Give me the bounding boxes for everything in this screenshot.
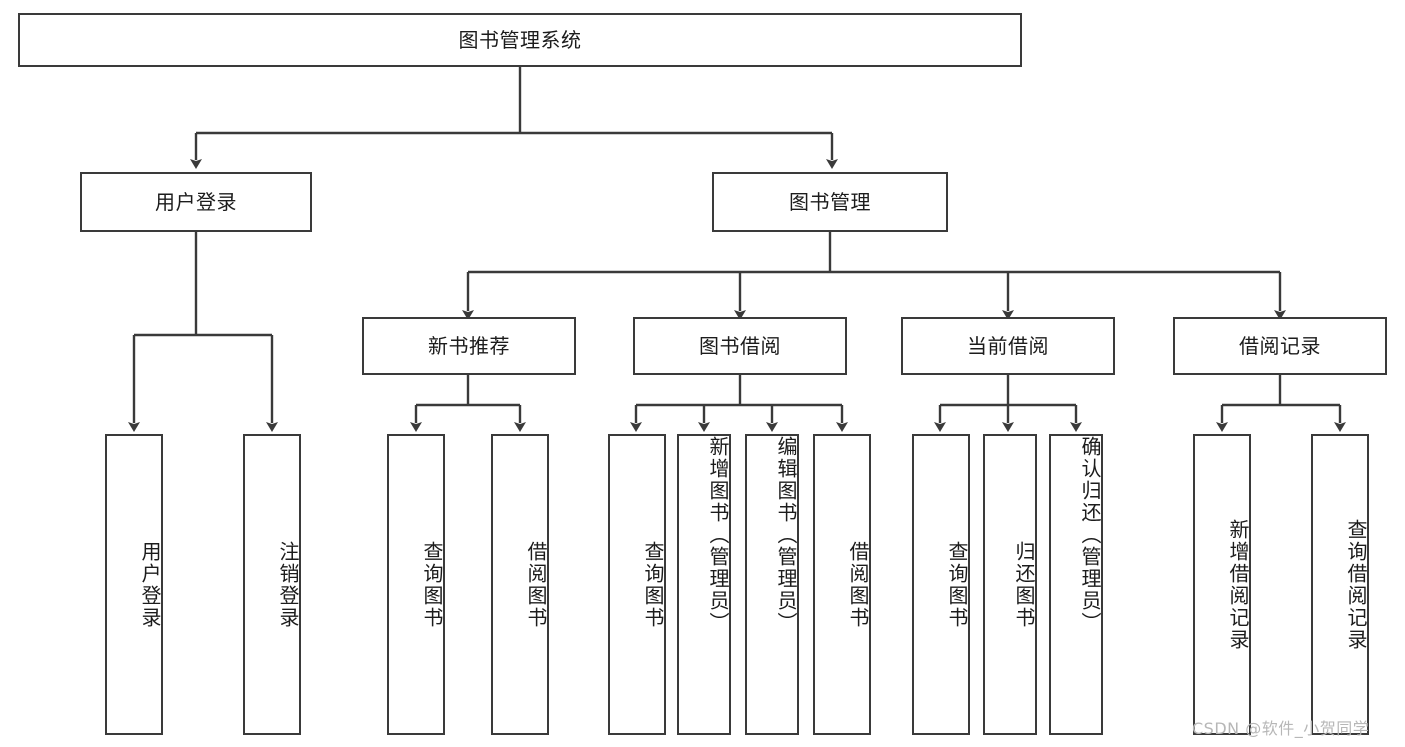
leaf-borrow-borrow-book[interactable]: 借阅图书	[813, 434, 871, 735]
leaf-current-confirm-return[interactable]: 确认归还（管理员）	[1049, 434, 1103, 735]
leaf-record-query[interactable]: 查询借阅记录	[1311, 434, 1369, 735]
node-new-book-recommend[interactable]: 新书推荐	[362, 317, 576, 375]
node-new-book-recommend-label: 新书推荐	[428, 334, 510, 358]
node-root-label: 图书管理系统	[458, 28, 582, 52]
leaf-new-book-borrow[interactable]: 借阅图书	[491, 434, 549, 735]
leaf-record-query-label: 查询借阅记录	[1344, 518, 1368, 651]
node-user-login[interactable]: 用户登录	[80, 172, 312, 232]
leaf-borrow-query-book-label: 查询图书	[641, 540, 665, 629]
leaf-borrow-borrow-book-label: 借阅图书	[846, 540, 870, 629]
leaf-new-book-borrow-label: 借阅图书	[524, 540, 548, 629]
node-book-manage[interactable]: 图书管理	[712, 172, 948, 232]
leaf-current-return-book[interactable]: 归还图书	[983, 434, 1037, 735]
leaf-user-login-login[interactable]: 用户登录	[105, 434, 163, 735]
leaf-borrow-add-book-label: 新增图书（管理员）	[706, 436, 730, 634]
leaf-record-add-label: 新增借阅记录	[1226, 518, 1250, 651]
node-current-borrow-label: 当前借阅	[967, 334, 1049, 358]
node-book-borrow-label: 图书借阅	[699, 334, 781, 358]
leaf-borrow-edit-book-label: 编辑图书（管理员）	[774, 436, 798, 634]
node-current-borrow[interactable]: 当前借阅	[901, 317, 1115, 375]
leaf-current-confirm-return-label: 确认归还（管理员）	[1078, 436, 1102, 634]
leaf-current-query-book[interactable]: 查询图书	[912, 434, 970, 735]
leaf-current-return-book-label: 归还图书	[1012, 540, 1036, 629]
leaf-new-book-query[interactable]: 查询图书	[387, 434, 445, 735]
node-root[interactable]: 图书管理系统	[18, 13, 1022, 67]
node-user-login-label: 用户登录	[155, 190, 237, 214]
leaf-user-login-logout[interactable]: 注销登录	[243, 434, 301, 735]
node-borrow-record[interactable]: 借阅记录	[1173, 317, 1387, 375]
leaf-borrow-add-book[interactable]: 新增图书（管理员）	[677, 434, 731, 735]
leaf-current-query-book-label: 查询图书	[945, 540, 969, 629]
leaf-user-login-logout-label: 注销登录	[276, 540, 300, 629]
node-borrow-record-label: 借阅记录	[1239, 334, 1321, 358]
leaf-new-book-query-label: 查询图书	[420, 540, 444, 629]
leaf-borrow-query-book[interactable]: 查询图书	[608, 434, 666, 735]
leaf-record-add[interactable]: 新增借阅记录	[1193, 434, 1251, 735]
leaf-borrow-edit-book[interactable]: 编辑图书（管理员）	[745, 434, 799, 735]
node-book-borrow[interactable]: 图书借阅	[633, 317, 847, 375]
node-book-manage-label: 图书管理	[789, 190, 871, 214]
leaf-user-login-login-label: 用户登录	[138, 540, 162, 629]
